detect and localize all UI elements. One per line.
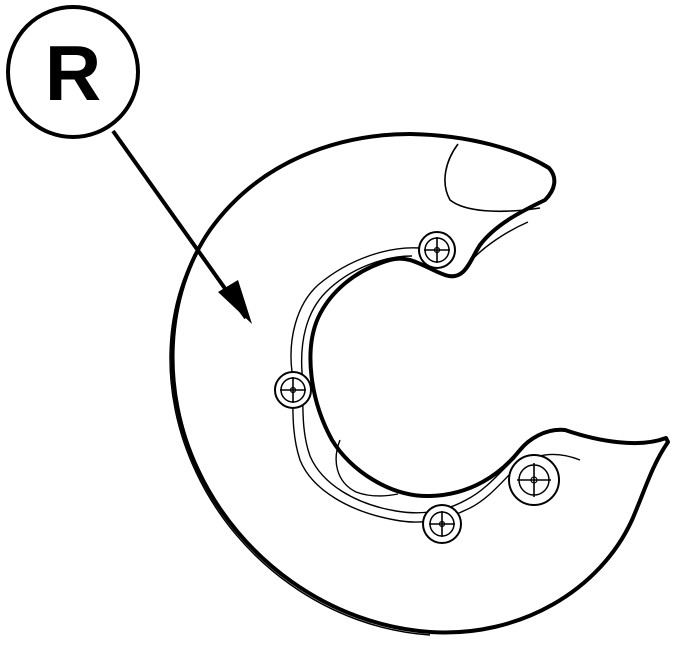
screw-hole-icon <box>274 371 312 409</box>
callout-r: R <box>6 5 140 139</box>
shield-outline <box>170 132 670 635</box>
screw-hole-icon <box>422 504 462 544</box>
callout-circle <box>6 5 140 139</box>
screw-hole-icon <box>418 231 456 269</box>
callout-label: R <box>45 29 101 117</box>
callout-arrowhead <box>218 280 252 324</box>
shield-rim-edge <box>169 235 431 636</box>
upper-tab <box>444 143 541 213</box>
screw-hole-icon <box>508 454 560 506</box>
lower-pocket <box>335 439 399 497</box>
callout-leader <box>111 129 248 320</box>
flange-channel-inner <box>300 255 516 514</box>
